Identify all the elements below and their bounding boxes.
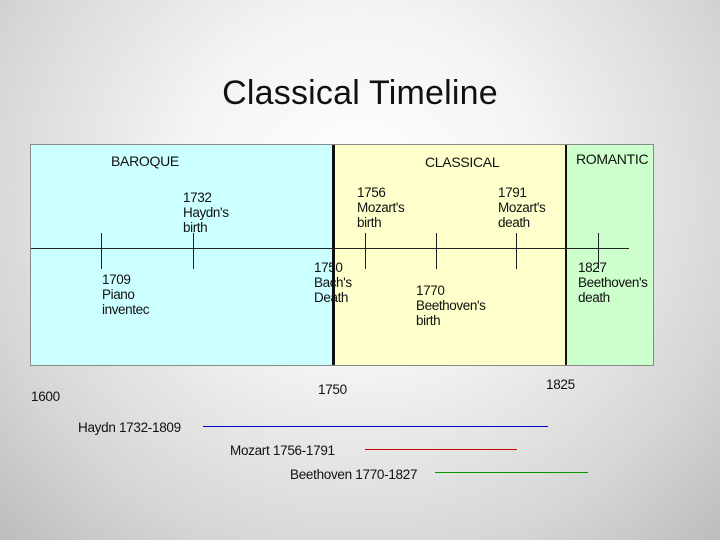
lifespan-line-haydn: [203, 426, 548, 427]
tick-1732: [193, 233, 194, 269]
event-mozart-death: 1791 Mozart's death: [498, 185, 546, 230]
era-label-romantic: ROMANTIC: [576, 151, 649, 167]
event-mozart-birth: 1756 Mozart's birth: [357, 185, 405, 230]
composer-label-beethoven: Beethoven 1770-1827: [290, 467, 418, 482]
era-divider-1825: [565, 145, 567, 365]
lifespan-line-beethoven: [435, 472, 588, 473]
slide-title: Classical Timeline: [222, 74, 498, 112]
era-label-baroque: BAROQUE: [111, 153, 179, 169]
era-baroque-region: [31, 145, 334, 365]
event-beethoven-death: 1827 Beethoven's death: [578, 260, 648, 305]
event-beethoven-birth: 1770 Beethoven's birth: [416, 283, 486, 328]
era-classical-region: [334, 145, 567, 365]
era-label-classical: CLASSICAL: [425, 154, 500, 170]
timeline-chart: BAROQUE CLASSICAL ROMANTIC 1709 Piano in…: [30, 144, 654, 366]
tick-1791: [516, 233, 517, 269]
composer-label-mozart: Mozart 1756-1791: [230, 443, 335, 458]
axis-year-1750: 1750: [318, 382, 347, 397]
era-divider-1750: [332, 145, 335, 365]
tick-1770: [436, 233, 437, 269]
timeline-axis: [31, 248, 629, 249]
lifespan-line-mozart: [365, 449, 517, 450]
tick-1709: [101, 233, 102, 269]
era-romantic-region: [567, 145, 653, 365]
event-piano-invented: 1709 Piano inventec: [102, 272, 150, 317]
event-haydn-birth: 1732 Haydn's birth: [183, 190, 229, 235]
tick-1827: [598, 233, 599, 269]
composer-label-haydn: Haydn 1732-1809: [78, 420, 181, 435]
axis-year-1825: 1825: [546, 377, 575, 392]
axis-year-1600: 1600: [31, 389, 60, 404]
event-bach-death: 1750 Bach's Death: [314, 260, 352, 305]
tick-1756: [365, 233, 366, 269]
